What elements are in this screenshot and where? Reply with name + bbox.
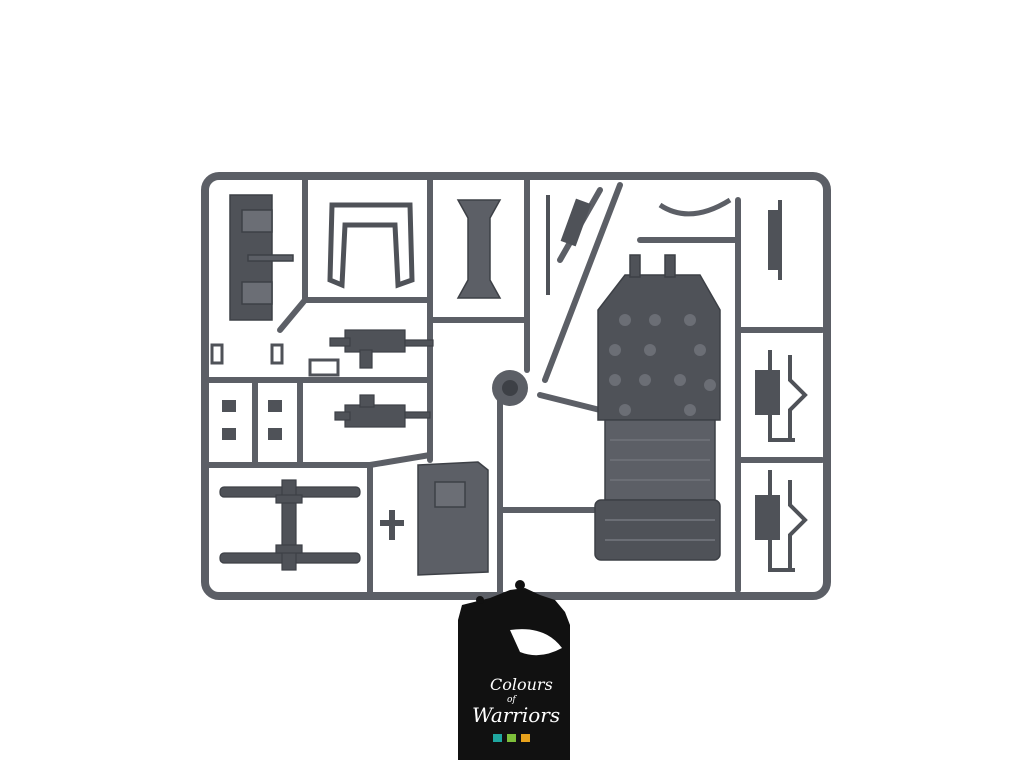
logo-line1: Colours — [490, 675, 553, 694]
logo-ink-drop — [476, 596, 484, 604]
part-small-top-right — [768, 200, 782, 280]
part-cross — [380, 510, 404, 540]
logo-line2: of — [507, 695, 517, 705]
logo-line3: Warriors — [472, 703, 560, 727]
part-weapon-upper — [329, 329, 434, 369]
part-arch — [658, 197, 732, 217]
logo-swatch-3 — [521, 734, 530, 742]
part-right-blocks — [755, 370, 780, 540]
logo-ink-splash — [458, 588, 570, 760]
part-small-brackets — [210, 343, 340, 440]
part-weapon-lower — [334, 394, 431, 428]
part-beam — [456, 199, 502, 299]
part-hatch — [417, 461, 489, 576]
part-slat — [560, 198, 592, 247]
logo-ink-drop — [515, 580, 525, 590]
logo-swatch-1 — [493, 734, 502, 742]
part-hull — [594, 254, 721, 561]
part-door-frame — [327, 202, 415, 289]
logo-white-stroke — [510, 629, 562, 656]
part-track-bars — [219, 479, 361, 571]
part-side-panel — [229, 194, 294, 321]
logo-swatch-2 — [507, 734, 516, 742]
colours-of-warriors-logo: Colours of Warriors — [458, 580, 570, 760]
sprue-hub-inner — [502, 380, 518, 396]
